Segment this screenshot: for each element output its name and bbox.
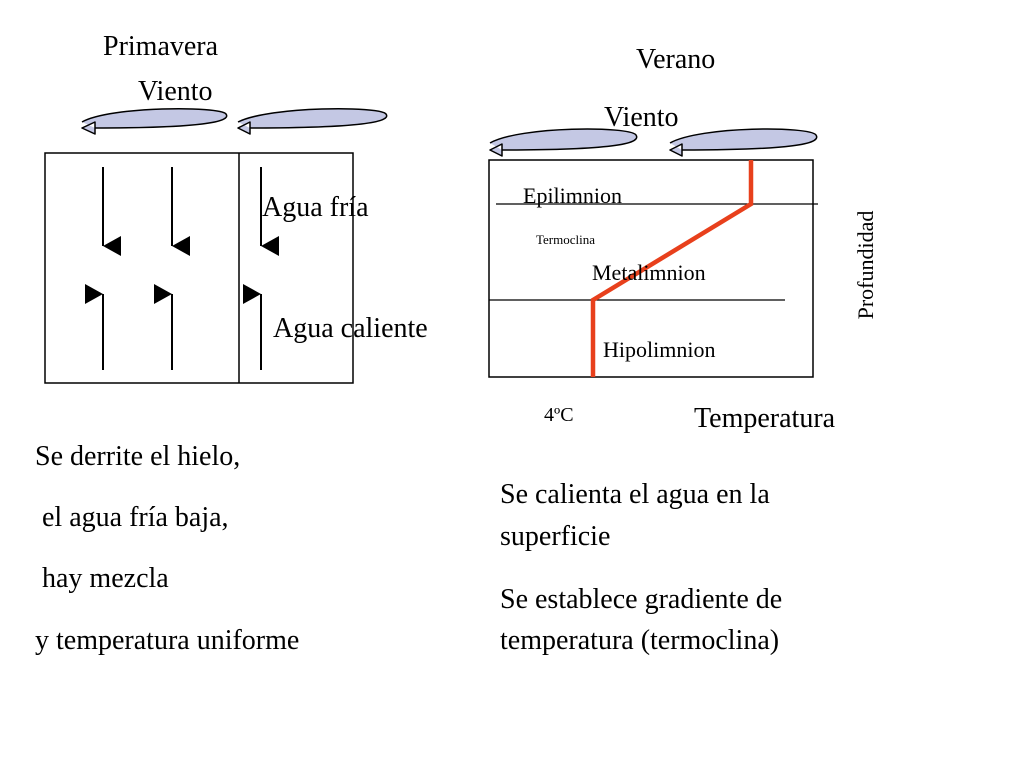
description-line: Se calienta el agua en la — [500, 479, 770, 510]
description-line: Se establece gradiente de — [500, 584, 783, 615]
cold-water-label: Agua fría — [262, 192, 369, 223]
warm-water-label: Agua caliente — [273, 313, 428, 344]
hypolimnion-label: Hipolimnion — [603, 337, 716, 362]
spring-wind-label: Viento — [138, 76, 213, 107]
description-line: temperatura (termoclina) — [500, 625, 780, 656]
metalimnion-label: Metalimnion — [592, 260, 706, 285]
description-line: Se derrite el hielo, — [35, 441, 241, 472]
temperature-tick-label: 4ºC — [544, 404, 574, 426]
description-line: superficie — [500, 521, 611, 552]
temperature-axis-label: Temperatura — [694, 403, 836, 434]
summer-season-title: Verano — [636, 44, 716, 75]
summer-lake-box — [488, 159, 814, 378]
summer-wind-arrow-left — [489, 128, 638, 157]
description-line: hay mezcla — [35, 563, 169, 594]
spring-season-title: Primavera — [103, 31, 219, 62]
depth-axis-label: Profundidad — [853, 210, 878, 320]
spring-lake-box — [44, 152, 354, 384]
temperature-profile-line — [590, 160, 754, 377]
summer-wind-arrow-right — [669, 128, 818, 157]
spring-wind-arrow-right — [237, 108, 388, 135]
description-line: y temperatura uniforme — [35, 625, 300, 656]
epilimnion-label: Epilimnion — [523, 183, 622, 208]
summer-wind-label: Viento — [604, 102, 679, 133]
spring-wind-arrow-left — [81, 108, 228, 135]
thermocline-label: Termoclina — [536, 232, 596, 247]
description-line: el agua fría baja, — [35, 502, 229, 533]
